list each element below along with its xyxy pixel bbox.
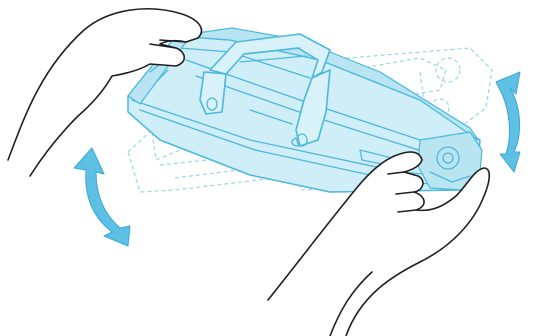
rotate-left-arrow-icon	[74, 148, 130, 246]
rotate-right-arrow-icon	[496, 72, 520, 172]
